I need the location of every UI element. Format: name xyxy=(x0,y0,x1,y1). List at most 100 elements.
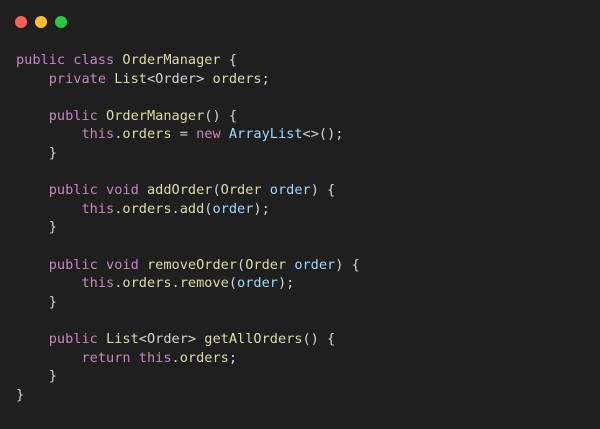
code-token: Order xyxy=(245,256,287,273)
code-line xyxy=(16,237,360,256)
code-token: public xyxy=(48,256,98,273)
code-token: addOrder xyxy=(146,182,213,199)
code-token: order xyxy=(237,275,278,292)
minimize-window-button[interactable] xyxy=(35,16,47,28)
code-token xyxy=(221,126,229,142)
code-token: = xyxy=(171,126,197,143)
code-token: . xyxy=(171,275,180,292)
code-token xyxy=(16,350,81,366)
code-token: <>(); xyxy=(302,126,344,143)
code-token: public xyxy=(48,330,98,347)
code-token: return xyxy=(81,349,131,366)
code-line: } xyxy=(16,386,360,405)
code-token: ( xyxy=(212,182,221,199)
code-token: ) { xyxy=(310,182,336,199)
code-token: orders xyxy=(212,70,262,87)
code-token: order xyxy=(212,200,254,217)
code-token: Order xyxy=(220,182,262,199)
close-window-button[interactable] xyxy=(15,16,27,28)
code-line: } xyxy=(16,218,360,237)
code-token: class xyxy=(73,52,115,68)
code-token xyxy=(16,275,81,291)
code-token: orders xyxy=(122,275,172,292)
code-token xyxy=(98,108,106,124)
code-token xyxy=(131,350,139,366)
code-token: order xyxy=(294,256,336,273)
code-token: } xyxy=(16,144,57,161)
code-line: this.orders.add(order); xyxy=(16,200,360,219)
code-token: void xyxy=(106,182,139,199)
code-token: public xyxy=(48,182,98,199)
code-line: return this.orders; xyxy=(16,349,360,368)
code-token: ( xyxy=(204,200,213,217)
code-line xyxy=(16,163,360,182)
code-token: } xyxy=(16,293,57,310)
window-titlebar xyxy=(0,0,600,44)
code-token: } xyxy=(16,386,25,403)
code-token: this xyxy=(81,275,115,292)
code-line xyxy=(16,88,360,107)
code-token xyxy=(16,182,49,198)
code-token: ); xyxy=(277,275,295,292)
code-token: ; xyxy=(228,349,238,366)
code-token xyxy=(16,201,81,217)
code-line: public class OrderManager { xyxy=(16,51,360,70)
code-token: OrderManager xyxy=(106,107,205,124)
code-token: () { xyxy=(204,107,238,124)
code-line: public List<Order> getAllOrders() { xyxy=(16,330,360,349)
code-token: OrderManager xyxy=(122,52,221,68)
code-token: List xyxy=(106,330,139,347)
code-token: this xyxy=(138,349,172,366)
code-line: public void removeOrder(Order order) { xyxy=(16,256,360,275)
code-token: . xyxy=(114,275,123,292)
code-token: orders xyxy=(179,349,229,366)
code-line: private List<Order> orders; xyxy=(16,70,360,89)
code-line: this.orders.remove(order); xyxy=(16,274,360,293)
code-line: } xyxy=(16,293,360,312)
code-token xyxy=(139,182,147,198)
code-token: } xyxy=(16,368,57,385)
code-token: orders xyxy=(122,200,172,217)
code-line: public OrderManager() { xyxy=(16,107,360,126)
code-token: } xyxy=(16,219,57,236)
code-token: List xyxy=(114,70,147,87)
code-token: ; xyxy=(261,70,270,87)
code-token: . xyxy=(171,349,180,366)
code-token: <Order> xyxy=(146,70,213,87)
code-token: add xyxy=(179,200,205,217)
code-token xyxy=(98,331,106,347)
code-token: public xyxy=(16,52,66,68)
code-token: this xyxy=(81,200,115,217)
code-line: this.orders = new ArrayList<>(); xyxy=(16,125,360,144)
code-block: public class OrderManager { private List… xyxy=(16,51,360,404)
code-token: ( xyxy=(237,256,246,273)
code-token: public xyxy=(48,107,98,124)
code-token: () { xyxy=(302,330,336,347)
maximize-window-button[interactable] xyxy=(55,16,67,28)
code-token: getAllOrders xyxy=(204,330,303,347)
code-token: { xyxy=(220,52,237,68)
code-token xyxy=(16,257,49,273)
code-token xyxy=(16,108,49,124)
code-token: ); xyxy=(253,200,270,217)
code-token: removeOrder xyxy=(146,256,238,273)
code-token xyxy=(16,126,81,142)
code-token: private xyxy=(48,70,107,87)
code-line: public void addOrder(Order order) { xyxy=(16,181,360,200)
code-line: } xyxy=(16,367,360,386)
code-token: ArrayList xyxy=(228,126,303,143)
code-token xyxy=(16,331,49,347)
code-token: void xyxy=(106,256,139,273)
code-token xyxy=(98,257,106,273)
code-token: ) { xyxy=(335,256,360,273)
code-token xyxy=(98,182,106,198)
code-token: new xyxy=(196,126,221,143)
code-token: order xyxy=(269,182,311,199)
code-token xyxy=(262,182,270,198)
code-line xyxy=(16,311,360,330)
code-token xyxy=(16,71,49,87)
code-token: ( xyxy=(228,275,238,292)
code-token: <Order> xyxy=(138,330,205,347)
code-token: . xyxy=(171,200,180,217)
